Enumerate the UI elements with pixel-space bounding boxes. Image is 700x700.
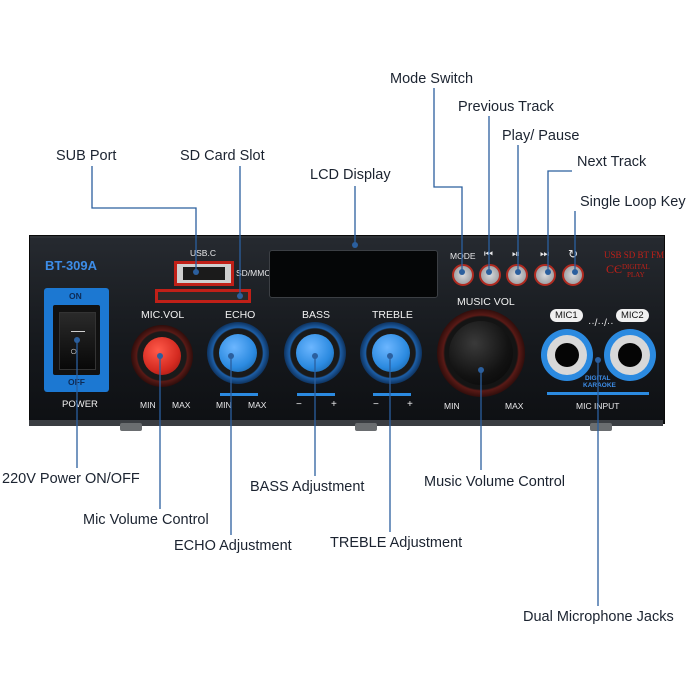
panel-foot-right [590, 423, 612, 431]
mic-input-label: MIC INPUT [576, 401, 620, 411]
mode-button[interactable] [452, 264, 474, 286]
treble-minus: − [373, 399, 379, 410]
previous-track-button[interactable] [479, 264, 501, 286]
switch-off-label: OFF [68, 377, 85, 387]
power-switch[interactable] [59, 312, 96, 370]
callout-power: 220V Power ON/OFF [2, 471, 140, 487]
callout-lcd-display: LCD Display [310, 167, 391, 183]
mic-vol-label: MIC.VOL [141, 309, 185, 321]
bass-label: BASS [302, 309, 331, 321]
callout-echo: ECHO Adjustment [174, 538, 292, 554]
power-label: POWER [62, 399, 98, 410]
digital-play-text-1: DIGITAL [622, 263, 650, 271]
callout-mic-volume: Mic Volume Control [83, 512, 209, 528]
callout-play-pause: Play/ Pause [502, 128, 580, 144]
digital-karaoke-2: KARAOKE [583, 382, 616, 389]
callout-treble: TREBLE Adjustment [330, 535, 463, 551]
mic-vol-max: MAX [172, 400, 191, 410]
play-pause-button[interactable] [506, 264, 528, 286]
mic-vol-knob[interactable] [143, 337, 181, 375]
callout-sd-card-slot: SD Card Slot [180, 148, 265, 164]
callout-bass: BASS Adjustment [250, 479, 365, 495]
model-name: BT-309A [45, 258, 98, 273]
ce-mark: CЄ [606, 262, 622, 276]
panel-base-edge [29, 420, 663, 426]
echo-knob[interactable] [219, 334, 257, 372]
sd-label: SD/MMC [236, 268, 271, 278]
callout-dual-mic: Dual Microphone Jacks [523, 609, 674, 625]
digital-karaoke-1: DIGITAL [585, 375, 611, 382]
sd-card-slot[interactable] [155, 289, 251, 303]
callout-music-volume: Music Volume Control [424, 474, 566, 490]
echo-max: MAX [248, 400, 267, 410]
panel-foot-mid [355, 423, 377, 431]
switch-dash-icon: — [71, 322, 85, 338]
lcd-display [269, 250, 438, 298]
music-vol-label: MUSIC VOL [457, 296, 515, 308]
music-vol-knob[interactable] [449, 321, 513, 385]
echo-label: ECHO [225, 309, 256, 321]
mode-label: MODE [450, 251, 476, 261]
treble-knob[interactable] [372, 334, 410, 372]
loop-icon-label: ↻ [568, 247, 579, 261]
callout-sub-port: SUB Port [56, 148, 117, 164]
usb-label: USB.C [190, 248, 216, 258]
treble-plus: + [407, 399, 413, 410]
music-vol-max: MAX [505, 401, 524, 411]
mic-input-underline [547, 392, 649, 395]
prev-icon-label: ⏮ [484, 249, 493, 260]
callout-next-track: Next Track [577, 154, 647, 170]
panel-foot-left [120, 423, 142, 431]
callout-mode-switch: Mode Switch [390, 71, 474, 87]
mic2-jack[interactable] [618, 343, 642, 367]
switch-on-label: ON [69, 291, 82, 301]
mic1-label: MIC1 [550, 309, 583, 322]
bass-knob[interactable] [296, 334, 334, 372]
bass-minus: − [296, 399, 302, 410]
source-text: USB SD BT FM [604, 250, 665, 260]
usb-port[interactable] [183, 267, 225, 280]
next-track-button[interactable] [534, 264, 556, 286]
treble-underline [373, 393, 411, 396]
echo-underline [220, 393, 258, 396]
single-loop-button[interactable] [562, 264, 584, 286]
music-vol-min: MIN [444, 401, 460, 411]
mic-vol-min: MIN [140, 400, 156, 410]
bass-plus: + [331, 399, 337, 410]
digital-play-text-2: PLAY [627, 271, 645, 279]
mic1-jack[interactable] [555, 343, 579, 367]
callout-previous-track: Previous Track [458, 99, 554, 115]
mic-link-glyph: ··/··/·· [588, 318, 614, 329]
echo-min: MIN [216, 400, 232, 410]
bass-underline [297, 393, 335, 396]
mic2-label: MIC2 [616, 309, 649, 322]
next-icon-label: ⏭ [540, 249, 549, 260]
switch-circle-icon: ○ [70, 344, 78, 358]
play-icon-label: ⏯ [512, 249, 520, 260]
treble-label: TREBLE [372, 309, 413, 321]
callout-single-loop-key: Single Loop Key [580, 194, 686, 210]
